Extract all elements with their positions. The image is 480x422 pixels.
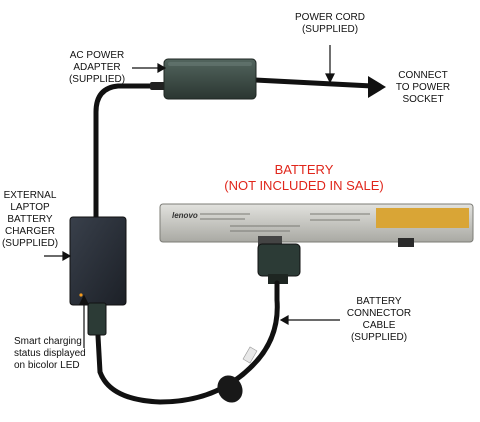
battery-connector — [257, 243, 301, 277]
power-socket-arrow — [368, 76, 386, 98]
pointer-arrows — [44, 45, 340, 348]
ac-adapter — [163, 58, 257, 100]
dc-cable — [93, 83, 167, 223]
battery-fine-print — [200, 213, 370, 232]
power-cord — [252, 77, 375, 89]
connect-socket-label: CONNECT TO POWER SOCKET — [395, 70, 451, 105]
external-charger — [69, 216, 127, 306]
connector-cable-label: BATTERY CONNECTOR CABLE (SUPPLIED) — [346, 296, 412, 343]
battery-connector-neck — [268, 274, 288, 284]
connector-cable — [95, 280, 280, 405]
charger-plug — [87, 302, 107, 336]
battery-title-label: BATTERY (NOT INCLUDED IN SALE) — [224, 162, 384, 193]
led-indicator — [79, 293, 83, 297]
battery-terminal — [258, 236, 282, 246]
ac-adapter-label: AC POWER ADAPTER (SUPPLIED) — [68, 50, 126, 85]
ferrite-bead — [217, 375, 243, 403]
cable-tag — [242, 346, 258, 364]
battery-label-plate — [376, 208, 469, 228]
power-cord-label: POWER CORD (SUPPLIED) — [295, 12, 365, 35]
battery-tab — [398, 238, 414, 247]
ac-adapter-highlight — [168, 62, 252, 66]
dc-plug — [150, 82, 166, 90]
battery-brand-text: lenovo — [172, 211, 198, 220]
external-charger-label: EXTERNAL LAPTOP BATTERY CHARGER (SUPPLIE… — [1, 190, 59, 249]
smart-led-label: Smart charging status displayed on bicol… — [14, 336, 86, 371]
